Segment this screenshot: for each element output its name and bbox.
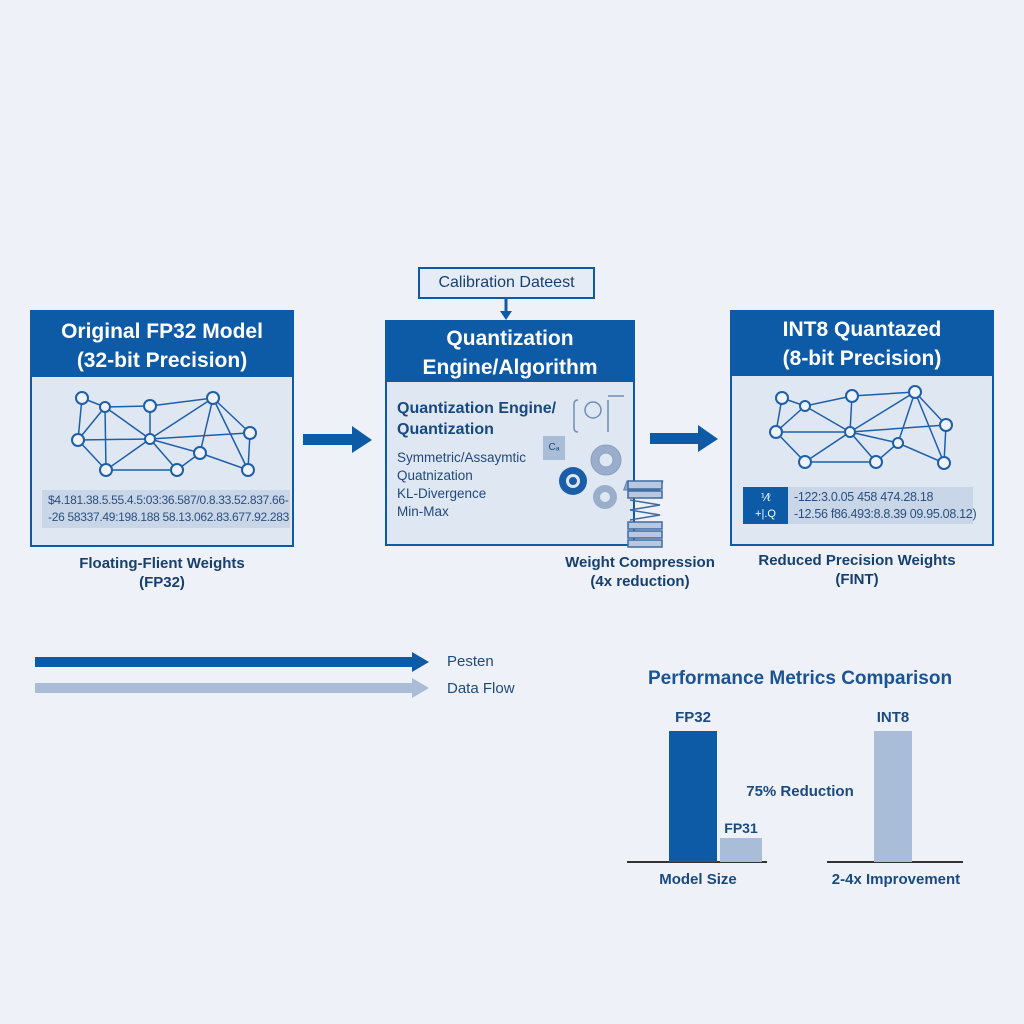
fp32-network-graph-icon xyxy=(71,391,257,477)
formula-label: Cₐ xyxy=(548,442,560,453)
caption-line: Weight Compression xyxy=(565,554,715,571)
int8-model-title: INT8 Quantazed xyxy=(782,318,942,341)
model-size-label: Model Size xyxy=(659,871,737,888)
int8-bar xyxy=(874,731,912,862)
reduced-precision-caption: Reduced Precision Weights (FINT) xyxy=(747,551,967,589)
method-item: Min-Max xyxy=(397,504,449,519)
calibration-dataset-label: Calibration Dateest xyxy=(438,274,575,291)
improvement-label: 2-4x Improvement xyxy=(831,871,961,888)
engine-subtitle: Engine/Algorithm xyxy=(422,356,598,379)
engine-method-heading-line: Quantization xyxy=(397,421,494,438)
weight-compression-caption: Weight Compression (4x reduction) xyxy=(540,553,740,591)
fp32-weights-line: -26 58337.49:198.188 58.13.062.83.677.92… xyxy=(48,510,290,524)
method-item: Quatnization xyxy=(397,468,473,483)
fp32-caption: Floating-Flient Weights (FP32) xyxy=(40,554,284,592)
caption-line: Floating-Flient Weights xyxy=(79,555,245,572)
legend-primary-label: Pesten xyxy=(447,653,494,670)
original-model-title: Original FP32 Model xyxy=(61,320,263,343)
int8-model-subtitle: (8-bit Precision) xyxy=(782,347,942,370)
original-model-header: Original FP32 Model (32-bit Precision) xyxy=(32,312,292,377)
caption-line: Reduced Precision Weights xyxy=(758,552,956,569)
calibration-arrow xyxy=(500,299,512,320)
flow-arrow-right-1 xyxy=(303,425,718,453)
legend-secondary-label: Data Flow xyxy=(447,680,515,697)
original-model-subtitle: (32-bit Precision) xyxy=(76,349,248,372)
int8-weights-values: -122:3.0.05 458 474.28.18 -12.56 f86.493… xyxy=(788,487,977,524)
int8-weights-line: -122:3.0.05 458 474.28.18 xyxy=(794,490,934,504)
int8-icon-box: ⅟ℓ +|.Q xyxy=(743,487,788,524)
legend-secondary-arrow xyxy=(35,683,413,693)
engine-method-heading-line: Quantization Engine/ xyxy=(397,400,557,417)
fp31-bar xyxy=(720,838,762,862)
int8-icon-line: ⅟ℓ xyxy=(760,492,771,504)
engine-method-heading: Quantization Engine/ Quantization xyxy=(397,398,556,440)
metrics-title: Performance Metrics Comparison xyxy=(647,668,953,689)
reduction-label: 75% Reduction xyxy=(746,783,854,800)
quantization-engine-panel: Quantization Engine/Algorithm Quantizati… xyxy=(385,320,635,546)
int8-icon-line: +|.Q xyxy=(755,508,776,520)
fp32-weights-values: $4.181.38.5.55.4.5:03:36.587/0.8.33.52.8… xyxy=(42,490,290,528)
legend-primary-arrow xyxy=(35,657,413,667)
formula-box: Cₐ xyxy=(543,436,565,460)
caption-line: (FINT) xyxy=(835,571,879,588)
fp32-bar xyxy=(669,731,717,862)
int8-bar-label: INT8 xyxy=(876,709,910,726)
int8-weights-line: -12.56 f86.493:8.8.39 09.95.08.12) xyxy=(794,507,977,521)
calibration-dataset-box: Calibration Dateest xyxy=(418,267,595,299)
int8-network-graph-icon xyxy=(769,385,953,470)
engine-title: Quantization xyxy=(446,327,574,350)
model-size-baseline xyxy=(627,861,767,863)
caption-line: (FP32) xyxy=(139,574,185,591)
fp32-weights-line: $4.181.38.5.55.4.5:03:36.587/0.8.33.52.8… xyxy=(48,493,289,507)
engine-methods-list: Symmetric/Assaymtic Quatnization KL-Dive… xyxy=(397,449,526,521)
method-item: KL-Divergence xyxy=(397,486,487,501)
gears-icon xyxy=(559,395,664,548)
int8-model-header: INT8 Quantazed (8-bit Precision) xyxy=(732,312,992,376)
caption-line: (4x reduction) xyxy=(590,573,690,590)
fp31-bar-label: FP31 xyxy=(724,820,758,836)
method-item: Symmetric/Assaymtic xyxy=(397,450,527,465)
quantization-engine-header: Quantization Engine/Algorithm xyxy=(387,322,633,382)
fp32-bar-label: FP32 xyxy=(675,709,711,726)
legend-arrows xyxy=(35,652,429,698)
improvement-baseline xyxy=(827,861,963,863)
